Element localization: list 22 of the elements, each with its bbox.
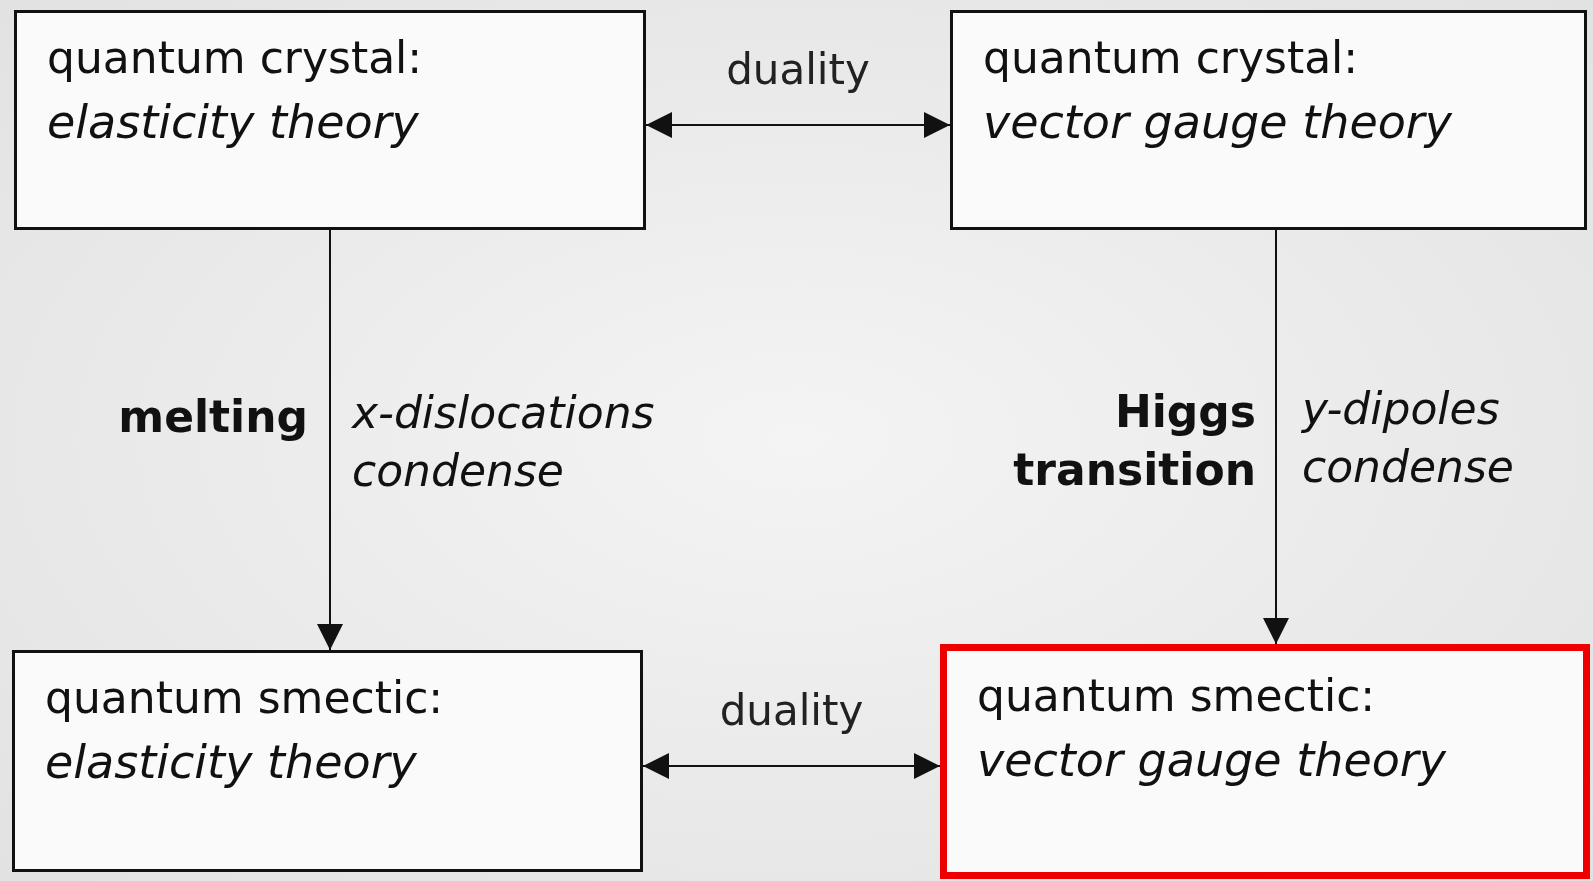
edge-label: duality — [719, 686, 864, 735]
arrow — [642, 753, 941, 779]
theory-box — [12, 650, 643, 872]
mechanism-label: y-dipoles condense — [1302, 382, 1515, 494]
phase-heading: quantum crystal: — [983, 31, 1359, 85]
phase-heading: quantum crystal: — [47, 31, 423, 85]
mechanism-label: x-dislocations condense — [352, 386, 656, 498]
phase-heading: quantum smectic: — [45, 671, 444, 725]
transition-label: Higgs transition — [1012, 385, 1256, 497]
theory-box — [940, 644, 1590, 879]
theory-box — [14, 10, 646, 230]
theory-text: vector gauge theory — [983, 94, 1452, 151]
arrow — [317, 229, 343, 651]
transition-label: melting — [117, 390, 308, 444]
theory-text: elasticity theory — [45, 734, 417, 791]
edge-label: duality — [726, 45, 870, 94]
theory-box — [950, 10, 1587, 230]
arrow — [645, 112, 951, 138]
phase-heading: quantum smectic: — [977, 669, 1376, 723]
theory-text: vector gauge theory — [977, 732, 1446, 789]
arrow — [1263, 229, 1289, 645]
theory-text: elasticity theory — [47, 94, 419, 151]
